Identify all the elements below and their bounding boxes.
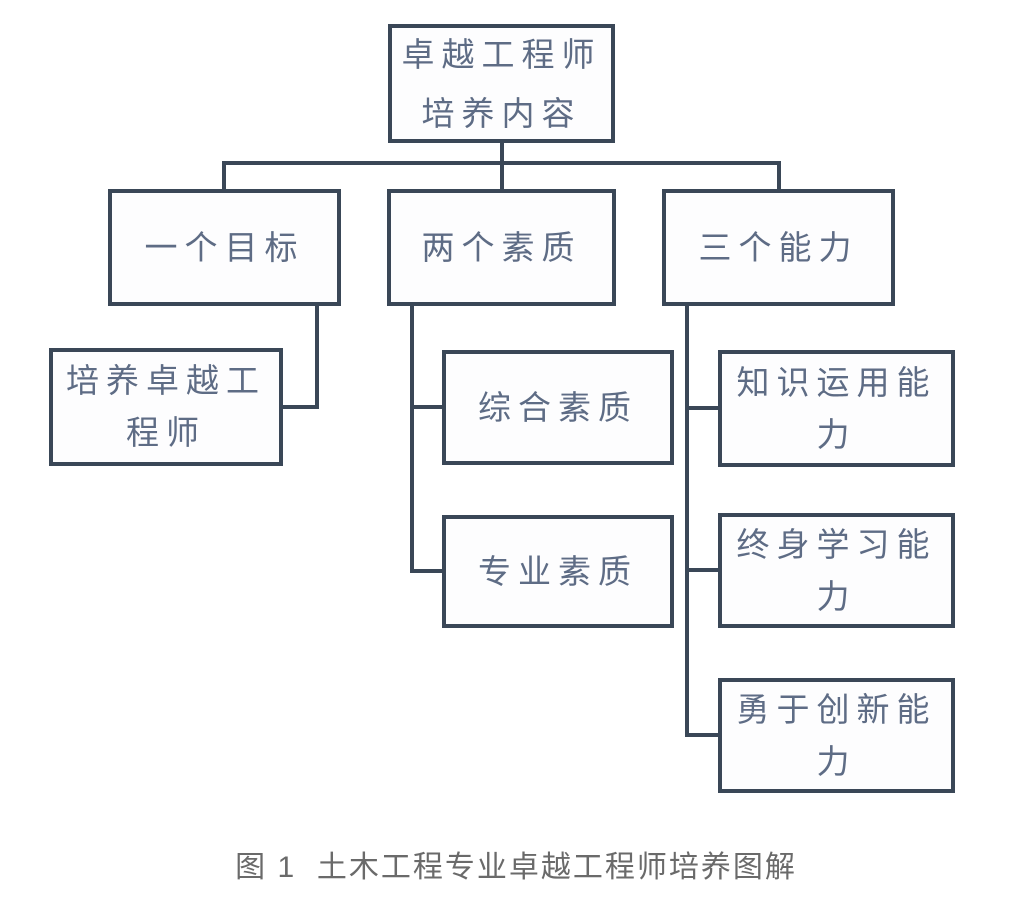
node-quality-sub1: 综合素质 [442, 350, 674, 465]
connector-quality-sub2-stub [410, 569, 446, 573]
connector-goal-sub-horizontal [283, 405, 319, 409]
connector-quality-sub1-stub [410, 405, 446, 409]
connector-ability-trunk [685, 302, 689, 737]
connector-quality-trunk [410, 302, 414, 573]
connector-root-drop [500, 143, 504, 165]
node-ability-sub2-label: 终身学习能力 [736, 525, 937, 615]
connector-ability-sub1-stub [685, 406, 722, 410]
node-ability-sub1-label: 知识运用能力 [736, 363, 937, 453]
node-quality-label: 两个素质 [421, 228, 582, 266]
node-quality-sub2-label: 专业素质 [478, 552, 638, 590]
connector-goal-drop [222, 161, 226, 191]
node-root: 卓越工程师培养内容 [388, 24, 615, 143]
node-ability-sub3: 勇于创新能力 [718, 678, 955, 793]
node-goal-sub: 培养卓越工程师 [49, 348, 283, 466]
node-quality-sub2: 专业素质 [442, 515, 674, 628]
node-ability-sub1: 知识运用能力 [718, 350, 955, 467]
node-root-label: 卓越工程师培养内容 [392, 25, 611, 143]
node-root-line2: 培养内容 [421, 94, 582, 132]
connector-ability-sub2-stub [685, 568, 722, 572]
node-goal: 一个目标 [108, 189, 341, 306]
node-quality-sub1-label: 综合素质 [478, 388, 638, 426]
node-quality: 两个素质 [387, 189, 616, 306]
figure-caption: 图 1 土木工程专业卓越工程师培养图解 [235, 851, 797, 884]
node-root-line1: 卓越工程师 [401, 35, 602, 73]
node-ability-sub3-label: 勇于创新能力 [736, 690, 937, 780]
connector-quality-drop [500, 161, 504, 191]
node-ability-sub2: 终身学习能力 [718, 513, 955, 628]
node-goal-sub-label: 培养卓越工程师 [66, 362, 266, 451]
node-ability-label: 三个能力 [698, 228, 859, 266]
node-ability: 三个能力 [662, 189, 895, 306]
node-goal-label: 一个目标 [144, 228, 305, 266]
connector-goal-sub-vertical [315, 302, 319, 409]
connector-ability-sub3-stub [685, 733, 722, 737]
connector-ability-drop [777, 161, 781, 191]
